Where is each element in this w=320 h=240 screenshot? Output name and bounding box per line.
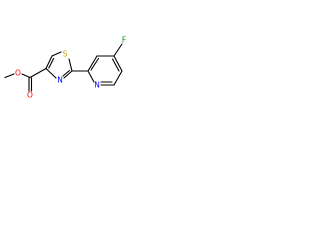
bond-o-carbonyl xyxy=(21,73,31,79)
bond-c2-n3 xyxy=(63,70,73,79)
atom-labels: O O S N N F xyxy=(15,36,126,100)
bond-c2-n3-inner xyxy=(62,69,71,77)
bond-py-c4-c5 xyxy=(113,55,123,72)
chemical-structure: O O S N N F xyxy=(4,36,126,100)
bond-c4-f xyxy=(113,43,123,57)
bond-py-c4-c5-inner xyxy=(111,58,120,72)
bond-n3-c4 xyxy=(45,67,57,79)
bond-py-c2-c3-inner xyxy=(90,57,100,71)
bond-c4-c5 xyxy=(45,55,53,70)
fluorine-label: F xyxy=(122,36,126,45)
bond-py-c5-c6 xyxy=(113,70,123,86)
thiazole-sulfur-label: S xyxy=(63,50,68,59)
thiazole-nitrogen-label: N xyxy=(57,76,63,85)
bond-py-c2-c3 xyxy=(87,55,98,72)
bond-methyl-o xyxy=(4,73,15,79)
bond-py-n-c2 xyxy=(87,70,95,83)
bond-carbonyl-c4 xyxy=(29,67,47,79)
ester-oxygen-label: O xyxy=(15,69,21,78)
bond-s-c2 xyxy=(68,58,73,72)
molecule-diagram: O O S N N F xyxy=(0,0,152,152)
bond-c4-c5-inner xyxy=(48,57,55,69)
pyridine-nitrogen-label: N xyxy=(94,81,100,90)
carbonyl-oxygen-label: O xyxy=(27,91,33,100)
bonds xyxy=(4,43,123,92)
bond-c5-s xyxy=(51,51,62,57)
